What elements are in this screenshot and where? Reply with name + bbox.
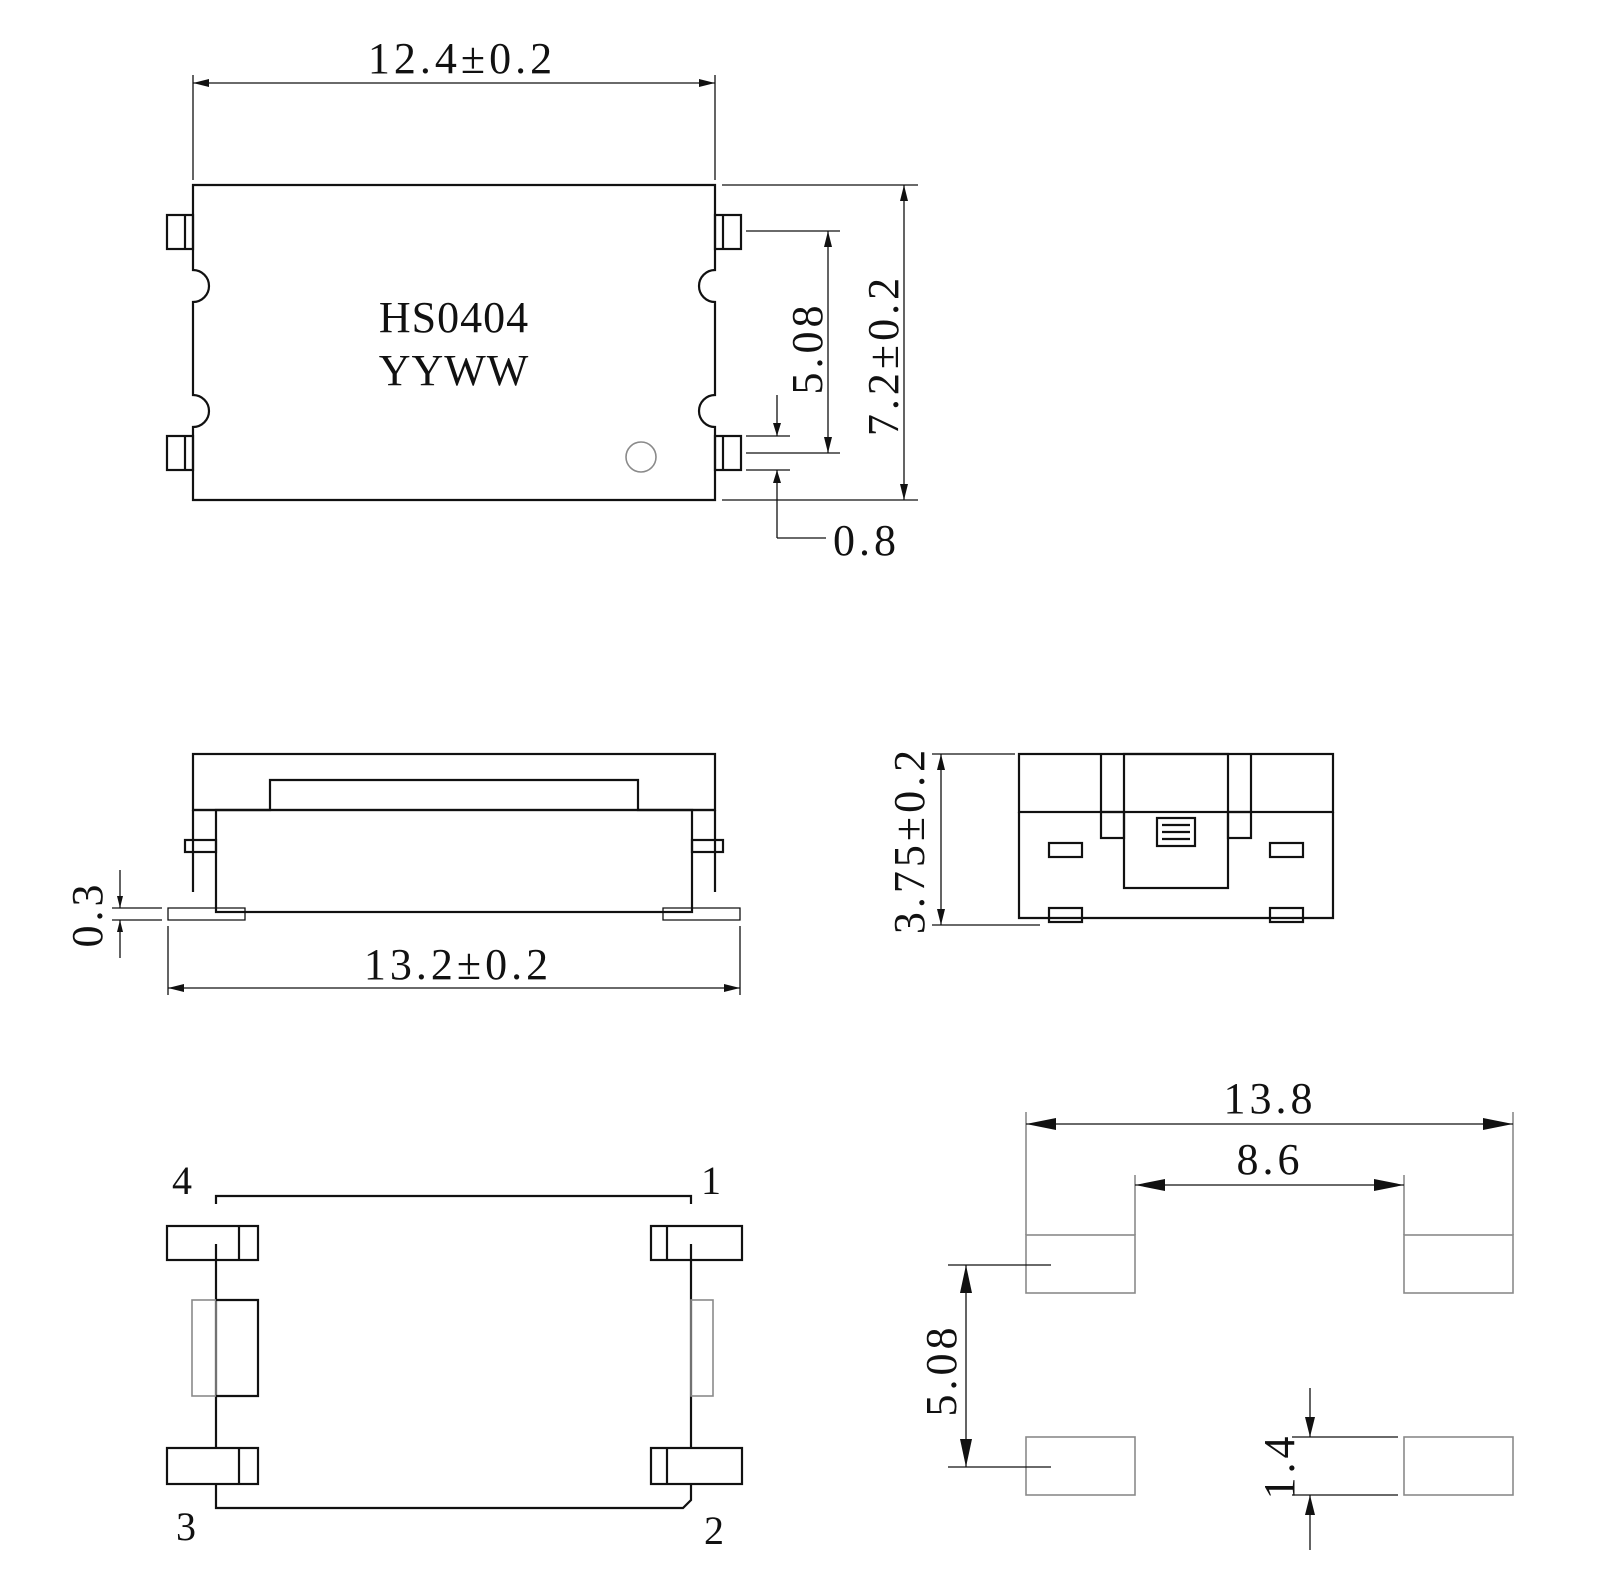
top-view-lead-lower-right — [713, 434, 743, 472]
pin1-indicator-dot — [625, 441, 657, 473]
side-view: 13.2±0.2 0.3 — [63, 752, 741, 995]
pin-label-2: 2 — [704, 1508, 724, 1553]
bottom-lead-3 — [165, 1446, 260, 1486]
side-view-top-cap — [191, 752, 717, 812]
top-width-dimension: 12.4±0.2 — [192, 34, 716, 180]
end-view-base-body — [1017, 812, 1335, 920]
top-width-label: 12.4±0.2 — [368, 34, 556, 83]
side-view-base-body — [214, 808, 694, 914]
top-pitch-dimension: 5.08 — [746, 230, 840, 454]
bottom-lead-2 — [649, 1446, 744, 1486]
end-height-dimension: 3.75±0.2 — [885, 746, 1040, 934]
side-length-label: 13.2±0.2 — [364, 940, 552, 989]
footprint-pitch-dimension: 5.08 — [917, 1264, 1051, 1468]
top-height-dimension: 7.2±0.2 — [722, 184, 918, 501]
end-view-top-cap — [1017, 752, 1335, 814]
top-view-lead-lower-left — [165, 434, 195, 472]
bottom-lead-1 — [649, 1224, 744, 1262]
footprint: 13.8 8.6 5.08 1.4 — [917, 1074, 1514, 1550]
top-view-lead-upper-left — [165, 213, 195, 251]
top-view: HS0404 YYWW 12.4±0.2 7.2±0.2 5 — [165, 34, 918, 565]
end-view: 3.75±0.2 — [885, 746, 1335, 934]
pin-label-1: 1 — [701, 1158, 721, 1203]
pin-label-4: 4 — [172, 1158, 192, 1203]
bottom-lead-4 — [165, 1224, 260, 1262]
pin-label-3: 3 — [176, 1504, 196, 1549]
bottom-view-leads — [165, 1224, 744, 1486]
end-view-slots — [1047, 841, 1305, 924]
part-marking-line1: HS0404 — [379, 293, 529, 342]
pad-top-right — [1403, 1234, 1514, 1294]
end-view-window — [1155, 816, 1197, 848]
side-view-step-profile — [193, 778, 715, 812]
top-view-body — [191, 183, 717, 502]
footprint-outer-span-dimension: 13.8 — [1025, 1074, 1514, 1235]
pad-bottom-right — [1403, 1436, 1514, 1496]
top-pitch-label: 5.08 — [783, 302, 832, 395]
bottom-view-body — [214, 1194, 693, 1510]
top-view-leads — [165, 213, 743, 472]
footprint-pads — [1025, 1234, 1514, 1496]
standoff-dimension: 0.3 — [63, 870, 162, 958]
footprint-inner-span-label: 8.6 — [1237, 1135, 1304, 1184]
end-height-label: 3.75±0.2 — [885, 746, 934, 934]
top-view-lead-upper-right — [713, 213, 743, 251]
pad-bottom-left — [1025, 1436, 1136, 1496]
side-view-leads — [167, 810, 741, 921]
side-length-dimension: 13.2±0.2 — [167, 926, 741, 995]
footprint-inner-span-dimension: 8.6 — [1134, 1135, 1405, 1235]
top-height-label: 7.2±0.2 — [859, 274, 908, 436]
bottom-view-side-tabs — [191, 1298, 714, 1398]
standoff-label: 0.3 — [63, 881, 112, 948]
bottom-view: 4 1 3 2 — [165, 1158, 744, 1553]
pad-top-left — [1025, 1234, 1136, 1294]
footprint-pad-height-label: 1.4 — [1255, 1433, 1304, 1500]
footprint-pitch-label: 5.08 — [917, 1324, 966, 1417]
end-view-center-tab — [1099, 752, 1253, 890]
part-marking-line2: YYWW — [379, 346, 530, 395]
lead-width-dimension: 0.8 — [746, 395, 900, 565]
footprint-pad-height-dimension: 1.4 — [1255, 1388, 1398, 1550]
footprint-outer-span-label: 13.8 — [1224, 1074, 1317, 1123]
lead-width-label: 0.8 — [833, 516, 900, 565]
